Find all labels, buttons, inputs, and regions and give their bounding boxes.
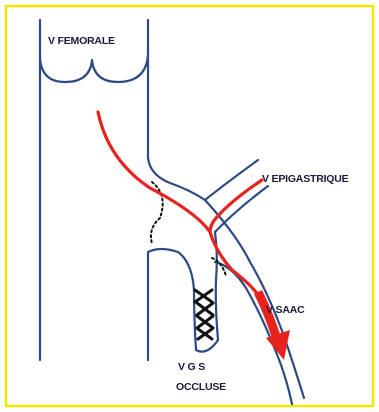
yellow-frame: [6, 6, 373, 406]
saac-outer-wall: [205, 200, 304, 398]
epigastric-upper-wall: [205, 160, 258, 200]
valve-cusps: [40, 55, 148, 82]
label-gsv-line1: V G S: [178, 361, 205, 373]
catheter-path: [98, 112, 262, 300]
femoral-vein: [40, 20, 205, 360]
dotted-arc-lower: [151, 218, 160, 244]
femoral-vein-right-wall-upper: [148, 20, 205, 200]
label-gsv-line2: OCCLUSE: [176, 381, 226, 393]
label-epigastric-vein: V EPIGASTRIQUE: [262, 173, 349, 185]
gsv-left-wall: [178, 252, 196, 350]
catheter-branch: [210, 180, 262, 232]
femoral-vein-right-wall-lower: [148, 249, 178, 360]
label-saac-vein: V SAAC: [266, 304, 305, 316]
occlusion-marks: [195, 290, 213, 339]
saac-inner-wall: [215, 262, 292, 404]
label-femoral-vein: V FEMORALE: [48, 35, 115, 47]
dotted-arc-upper: [152, 182, 163, 218]
gsv-bottom: [196, 340, 218, 352]
